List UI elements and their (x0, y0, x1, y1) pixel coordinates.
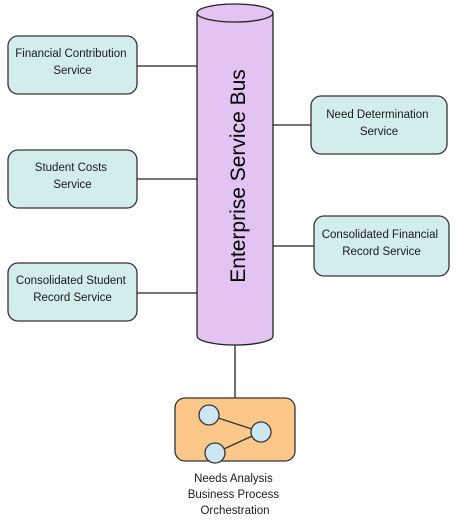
service-label: Consolidated Financial Record Service (322, 229, 442, 258)
service-label: Consolidated Student Record Service (16, 275, 129, 304)
service-need-determination: Need Determination Service (310, 95, 448, 155)
bus-label: Enterprise Service Bus (227, 69, 250, 283)
connectors (137, 65, 314, 398)
bus-top-cap (196, 3, 274, 23)
service-box (7, 262, 138, 322)
service-box (310, 95, 448, 155)
needs-analysis-orchestration: Needs Analysis Business Process Orchestr… (174, 397, 296, 517)
orchestration-box (174, 397, 296, 462)
service-box (7, 149, 138, 209)
service-label: Student Costs Service (35, 162, 110, 191)
service-consolidated-student-record: Consolidated Student Record Service (7, 262, 138, 322)
service-consolidated-financial-record: Consolidated Financial Record Service (313, 215, 450, 277)
process-node (204, 442, 226, 464)
process-node (250, 421, 272, 443)
process-node (198, 404, 220, 426)
service-label: Financial Contribution Service (15, 48, 129, 77)
enterprise-service-bus: Enterprise Service Bus (196, 3, 274, 346)
process-network-icon (198, 404, 272, 464)
service-box (7, 35, 138, 95)
orchestration-label: Needs Analysis Business Process Orchestr… (188, 473, 283, 517)
service-label: Need Determination Service (326, 109, 431, 138)
service-box (313, 215, 450, 277)
service-student-costs: Student Costs Service (7, 149, 138, 209)
bus-body (196, 13, 274, 346)
service-financial-contribution: Financial Contribution Service (7, 35, 138, 95)
